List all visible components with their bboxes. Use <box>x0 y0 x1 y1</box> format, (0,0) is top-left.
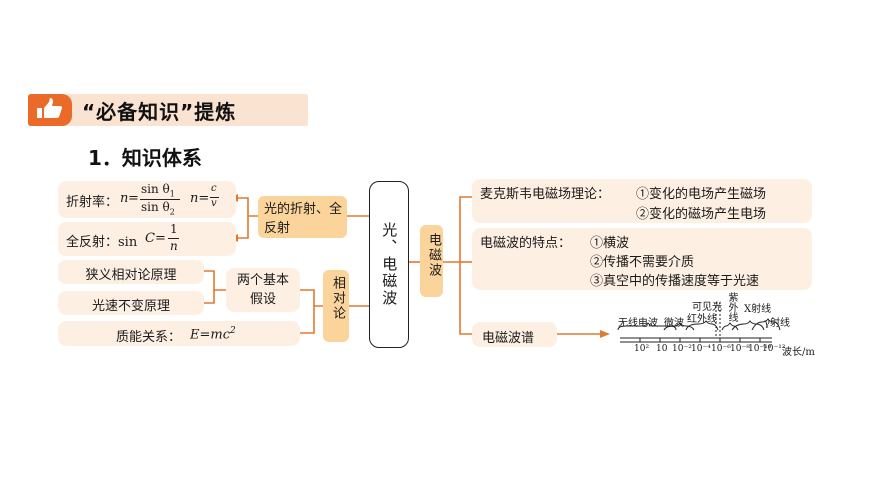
header-title: “必备知识”提炼 <box>82 100 237 124</box>
fraction-bar <box>140 199 180 200</box>
spectrum-ultraviolet: 紫外线 <box>726 292 737 322</box>
features-title: 电磁波的特点： <box>480 236 572 251</box>
one-numerator: 1 <box>170 222 178 236</box>
spectrum-xray: X射线 <box>744 304 772 315</box>
tick-label-5: 10⁻⁶ <box>711 344 731 354</box>
mass-energy-formula: E=mc2 <box>190 326 236 343</box>
tick-label-1: 10² <box>634 344 650 354</box>
refraction-index-box: 折射率： n = sin θ1 sin θ2 n= c v <box>58 181 236 218</box>
spectrum-axis <box>617 302 781 343</box>
tick-label-6: 10⁻⁸ <box>730 344 750 354</box>
maxwell-title: 麦克斯韦电磁场理论： <box>480 187 611 202</box>
refraction-index-label: 折射率： <box>66 195 119 210</box>
axis-label-wavelength: 波长/m <box>782 347 815 358</box>
spectrum-visible: 可见光 <box>692 302 722 313</box>
spectrum-infrared: 红外线 <box>687 314 717 325</box>
n-denominator: n <box>170 239 178 253</box>
section-header-band <box>28 94 308 126</box>
refraction-node-text: 光的折射、全反射 <box>264 202 343 236</box>
em-wave-node-text: 电磁波 <box>426 233 441 278</box>
assumptions-node-text: 两个基本假设 <box>236 273 289 307</box>
section-title: 1．知识体系 <box>88 146 202 170</box>
tick-label-2: 10 <box>656 344 668 354</box>
total-reflection-box: 全反射：sin C = 1 n <box>58 222 236 256</box>
em-features-box: 电磁波的特点： ①横波 ②传播不需要介质 ③真空中的传播速度等于光速 <box>472 228 812 290</box>
fraction-bar-cv <box>210 197 219 198</box>
tick-label-4: 10⁻⁴ <box>691 344 711 354</box>
feature-1: ①横波 <box>590 236 630 251</box>
mass-energy-label: 质能关系： <box>116 330 182 345</box>
tick-label-7: 10⁻¹⁰ <box>748 344 772 354</box>
spectrum-microwave: 微波 <box>664 318 684 329</box>
v-denominator: v <box>211 198 217 209</box>
formula-n: n <box>120 191 129 206</box>
tick-label-3: 10⁻² <box>672 344 692 354</box>
light-speed-box: 光速不变原理 <box>58 291 204 315</box>
maxwell-point-2: ②变化的磁场产生电场 <box>636 207 767 222</box>
total-reflection-eq: = <box>155 231 166 246</box>
fraction-bar-1n <box>168 238 179 239</box>
formula-eq: = <box>128 191 139 206</box>
formula-n-eq: n= <box>190 191 210 206</box>
tick-label-8: 10⁻¹² <box>762 344 786 354</box>
c-numerator: c <box>211 183 217 194</box>
feature-2: ②传播不需要介质 <box>590 255 695 270</box>
numerator-sin-theta1: sin θ1 <box>141 182 175 199</box>
relativity-node-text: 相对论 <box>330 276 345 321</box>
narrow-relativity-box: 狭义相对论原理 <box>58 260 204 284</box>
light-speed-text: 光速不变原理 <box>91 299 170 314</box>
spectrum-title: 电磁波谱 <box>482 331 535 346</box>
feature-3: ③真空中的传播速度等于光速 <box>590 274 760 289</box>
center-node-text: 光、电磁波 <box>380 222 399 307</box>
maxwell-point-1: ①变化的电场产生磁场 <box>636 187 767 202</box>
center-node: 光、电磁波 <box>369 181 409 348</box>
thumbs-up-icon <box>28 94 72 126</box>
spectrum-radio: 无线电波 <box>618 318 658 329</box>
spectrum-gamma: γ射线 <box>764 318 790 329</box>
critical-angle-C: C <box>145 231 155 246</box>
em-wave-node: 电磁波 <box>420 225 443 297</box>
denominator-sin-theta2: sin θ2 <box>141 200 175 217</box>
narrow-relativity-text: 狭义相对论原理 <box>85 268 177 283</box>
total-reflection-label: 全反射：sin <box>66 235 138 250</box>
em-spectrum-diagram: 无线电波 微波 红外线 可见光 紫外线 X射线 γ射线 10² 10 10⁻² … <box>612 290 824 360</box>
maxwell-box: 麦克斯韦电磁场理论： ①变化的电场产生磁场 ②变化的磁场产生电场 <box>472 179 812 223</box>
relativity-node: 相对论 <box>323 270 349 342</box>
assumptions-node: 两个基本假设 <box>226 268 300 312</box>
mass-energy-box: 质能关系： E=mc2 <box>58 321 300 346</box>
refraction-node: 光的折射、全反射 <box>258 196 347 238</box>
spectrum-box: 电磁波谱 <box>472 322 557 347</box>
